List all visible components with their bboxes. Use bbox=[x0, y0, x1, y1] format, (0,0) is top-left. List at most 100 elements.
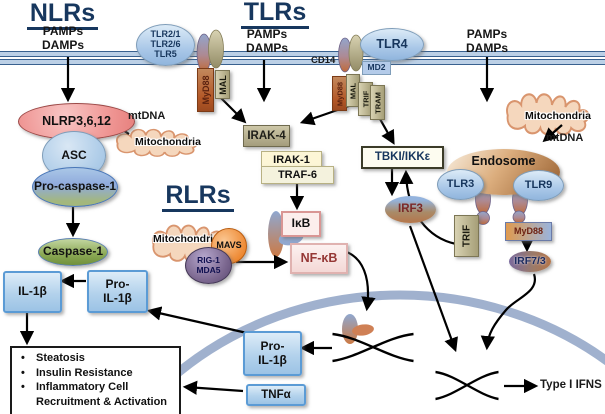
mitochondria-label: Mitochondria bbox=[525, 110, 591, 122]
transcription-factor-icon bbox=[342, 314, 374, 344]
myd88-endosome-box: MyD88 bbox=[505, 222, 552, 241]
tbk-ikk-box: TBKI/IKKε bbox=[361, 146, 444, 169]
md2-box: MD2 bbox=[362, 61, 391, 75]
irf73-node: IRF7/3 bbox=[509, 251, 551, 272]
endosome-label: Endosome bbox=[471, 154, 536, 168]
endo-pamps-label: PAMPs bbox=[466, 27, 508, 41]
arrow bbox=[542, 124, 563, 143]
myd88-tlr4-box: MyD88 bbox=[332, 76, 347, 111]
irak4-box: IRAK-4 bbox=[243, 125, 290, 147]
irak1-label: IRAK-1 bbox=[273, 153, 310, 166]
tlr9-label: TLR9 bbox=[524, 179, 553, 192]
nucleus-membrane bbox=[130, 290, 605, 414]
myd88-label: MyD88 bbox=[335, 81, 344, 106]
outcome-item: Inflammatory Cell Recruitment & Activati… bbox=[14, 380, 177, 409]
tlr-damps-label: DAMPs bbox=[245, 41, 288, 55]
arrow bbox=[182, 380, 244, 395]
mitochondria-label: Mitochondria bbox=[135, 136, 201, 148]
caspase1-label: Caspase-1 bbox=[42, 244, 104, 259]
irak4-label: IRAK-4 bbox=[247, 129, 286, 142]
tnfa-box: TNFα bbox=[246, 384, 306, 406]
tlr2-6-label: TLR2/6 bbox=[150, 39, 181, 50]
irf3-node: IRF3 bbox=[385, 196, 436, 223]
mal-box: MAL bbox=[215, 70, 230, 99]
type-i-ifns-label: Type I IFNS bbox=[540, 379, 602, 391]
pro-il1b-label-line2: IL-1β bbox=[103, 290, 132, 305]
arrow bbox=[343, 249, 376, 312]
nfkb-box: NF-κB bbox=[290, 243, 348, 274]
trif-label: TRIF bbox=[361, 90, 370, 108]
pro-il1b-label-line1: Pro- bbox=[260, 339, 285, 354]
tlr5-label: TLR5 bbox=[154, 48, 177, 59]
pro-il1b-label-line2: IL-1β bbox=[258, 352, 287, 367]
endo-damps-label: DAMPs bbox=[465, 41, 508, 55]
nlrp-label: NLRP3,6,12 bbox=[42, 113, 111, 128]
rlrs-title: RLRs bbox=[158, 183, 238, 212]
arrow bbox=[408, 225, 458, 353]
tram-tlr4-box: TRAM bbox=[370, 85, 385, 120]
caspase1-node: Caspase-1 bbox=[38, 238, 108, 266]
arrow bbox=[379, 118, 395, 145]
outcomes-list: Steatosis Insulin Resistance Inflammator… bbox=[12, 348, 179, 412]
arrow bbox=[480, 273, 537, 351]
pro-caspase1-node: Pro-caspase-1 bbox=[32, 167, 118, 207]
nlr-damps-label: DAMPs bbox=[41, 38, 84, 52]
tlr4-node: TLR4 bbox=[360, 28, 424, 61]
irf3-label: IRF3 bbox=[398, 203, 423, 216]
irf73-label: IRF7/3 bbox=[514, 254, 546, 267]
mitochondria-label: Mitochondria bbox=[153, 233, 219, 245]
tlr2-1-label: TLR2/1 bbox=[150, 29, 181, 40]
traf6-label: TRAF-6 bbox=[277, 168, 318, 181]
mtdna-label: mtDNA bbox=[128, 110, 166, 122]
tlr2-receptor-icon bbox=[196, 29, 224, 73]
md2-label: MD2 bbox=[367, 62, 386, 73]
arrows bbox=[19, 57, 563, 395]
mtdna-label: mtDNA bbox=[546, 132, 584, 144]
irak1-box: IRAK-1 bbox=[261, 151, 322, 169]
pro-il1b-label-line1: Pro- bbox=[105, 277, 130, 292]
il1b-label: IL-1β bbox=[18, 284, 47, 299]
traf6-box: TRAF-6 bbox=[261, 166, 334, 184]
nlr-pamps-label: PAMPs bbox=[42, 24, 84, 38]
trif-endosome-box: TRIF bbox=[454, 215, 479, 257]
tlr3-node: TLR3 bbox=[437, 169, 484, 200]
il1b-box: IL-1β bbox=[3, 271, 62, 313]
cell-membrane-inner bbox=[0, 59, 605, 65]
pro-il1b-box: Pro- IL-1β bbox=[87, 270, 148, 313]
outcome-item: Steatosis bbox=[14, 351, 177, 366]
myd88-label: MyD88 bbox=[200, 75, 211, 105]
mda5-label: MDA5 bbox=[196, 264, 221, 275]
tlr-pamps-label: PAMPs bbox=[246, 27, 288, 41]
tlr3-label: TLR3 bbox=[446, 178, 475, 191]
outcomes-box: Steatosis Insulin Resistance Inflammator… bbox=[10, 346, 181, 414]
ikb-label: IκB bbox=[291, 216, 311, 231]
tbk-ikk-label: TBKI/IKKε bbox=[374, 151, 431, 164]
tlr4-receptor-icon bbox=[338, 34, 364, 73]
pro-caspase1-label: Pro-caspase-1 bbox=[33, 179, 117, 194]
outcome-item: Insulin Resistance bbox=[14, 366, 177, 381]
tlr2-node: TLR2/1 TLR2/6 TLR5 bbox=[136, 24, 195, 66]
mavs-label: MAVS bbox=[216, 240, 242, 251]
mal-label: MAL bbox=[217, 74, 228, 95]
dna-icon bbox=[434, 370, 500, 401]
myd88-label: MyD88 bbox=[513, 225, 543, 236]
myd88-box: MyD88 bbox=[197, 68, 214, 112]
ikb-box: IκB bbox=[281, 211, 321, 237]
rig1-label: RIG-1 bbox=[197, 255, 220, 266]
cd14-label: CD14 bbox=[311, 55, 336, 66]
rlrs-title-text: RLRs bbox=[162, 183, 234, 212]
cell-membrane-outer bbox=[0, 51, 605, 57]
tlr9-node: TLR9 bbox=[513, 170, 564, 201]
trif-label: TRIF bbox=[461, 224, 472, 248]
nlrs-title-text: NLRs bbox=[26, 1, 99, 30]
arrow bbox=[146, 306, 248, 335]
mal-label: MAL bbox=[348, 82, 358, 99]
rig1-mda5-node: RIG-1 MDA5 bbox=[185, 247, 232, 284]
nlrs-title: NLRs bbox=[20, 1, 105, 30]
tram-label: TRAM bbox=[373, 91, 382, 114]
nfkb-label: NF-κB bbox=[300, 250, 338, 265]
tlr4-label: TLR4 bbox=[376, 36, 408, 51]
asc-label: ASC bbox=[61, 147, 87, 162]
arrow bbox=[220, 97, 247, 124]
